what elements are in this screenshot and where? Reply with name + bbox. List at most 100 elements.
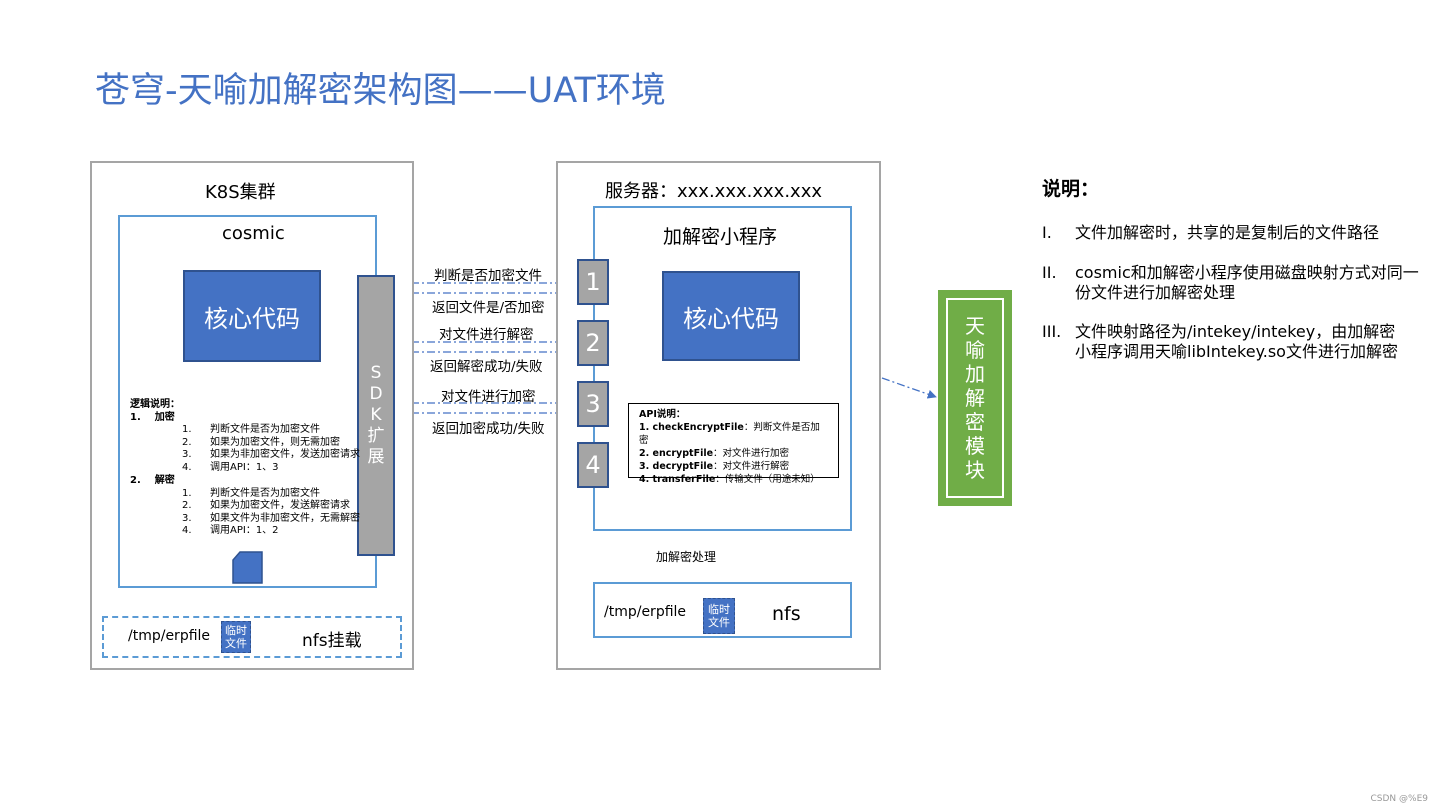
- encrypt-item: 1. 判断文件是否为加密文件: [130, 424, 360, 437]
- decrypt-item: 2. 如果为加密文件，发送解密请求: [130, 500, 360, 513]
- note-item-1: I. 文件加解密时，共享的是复制后的文件路径: [1042, 223, 1402, 243]
- sdk-extension: S D K 扩 展: [357, 275, 395, 556]
- server-temp-file-icon: 临时 文件: [703, 598, 735, 634]
- item-num: 3.: [182, 449, 192, 460]
- nfs-mount-path: /tmp/erpfile: [128, 628, 211, 644]
- server-label: 服务器：xxx.xxx.xxx.xxx: [605, 181, 822, 202]
- item-num: 4.: [182, 461, 192, 473]
- api-description: API说明： 1. checkEncryptFile：判断文件是否加密 2. e…: [628, 403, 839, 485]
- note-num: I.: [1042, 223, 1052, 242]
- cosmic-core-code: 核心代码: [183, 270, 321, 362]
- api-name: 4. transferFile: [639, 474, 716, 485]
- server-to-module-arrow: [881, 377, 937, 399]
- decrypt-title: 解密: [154, 475, 175, 486]
- note-text: 文件映射路径为/intekey/intekey，由加解密小程序调用天喻libIn…: [1075, 322, 1398, 361]
- module-char: 加: [965, 362, 985, 386]
- module-char: 密: [965, 410, 985, 434]
- decrypt-num: 2.: [130, 475, 141, 486]
- api-port-3: 3: [577, 381, 609, 427]
- api-port-1: 1: [577, 259, 609, 305]
- module-char: 解: [965, 386, 985, 410]
- api-name: 2. encryptFile: [639, 448, 714, 459]
- encrypt-item: 2. 如果为加密文件，则无需加密: [130, 437, 360, 450]
- note-item-3: III. 文件映射路径为/intekey/intekey，由加解密小程序调用天喻…: [1042, 322, 1410, 362]
- arrow-label-check: 判断是否加密文件: [434, 268, 542, 284]
- module-char: 喻: [965, 338, 985, 362]
- encrypt-num: 1.: [130, 411, 141, 423]
- decrypt-heading: 2. 解密: [130, 475, 360, 488]
- module-char: 块: [965, 458, 985, 482]
- note-num: II.: [1042, 263, 1057, 282]
- item-text: 判断文件是否为加密文件: [210, 424, 320, 435]
- temp-file-line: 文件: [708, 616, 730, 629]
- api-item: 2. encryptFile：对文件进行加密: [639, 447, 828, 460]
- arrow-label-decrypt-return: 返回解密成功/失败: [430, 359, 543, 375]
- note-num: III.: [1042, 322, 1062, 341]
- server-nfs-frame: [593, 582, 852, 638]
- item-num: 1.: [182, 487, 192, 499]
- encrypt-title: 加密: [154, 411, 175, 423]
- api-port-4: 4: [577, 442, 609, 488]
- item-num: 1.: [182, 424, 192, 435]
- tianyu-module-inner: 天 喻 加 解 密 模 块: [946, 298, 1004, 498]
- api-name: 1. checkEncryptFile: [639, 422, 744, 433]
- temp-file-line: 文件: [225, 637, 247, 650]
- item-text: 如果为非加密文件，发送加密请求: [210, 449, 360, 460]
- sdk-char: D: [369, 384, 383, 404]
- server-nfs-label: nfs: [772, 603, 801, 625]
- item-text: 如果为加密文件，发送解密请求: [210, 500, 350, 511]
- api-port-2: 2: [577, 320, 609, 366]
- item-text: 如果文件为非加密文件，无需解密: [210, 512, 360, 524]
- arrow-label-decrypt: 对文件进行解密: [439, 327, 534, 343]
- logic-description: 逻辑说明： 1. 加密 1. 判断文件是否为加密文件 2. 如果为加密文件，则无需加密…: [130, 399, 360, 538]
- app-label: 加解密小程序: [663, 226, 778, 248]
- item-text: 调用API：1、3: [210, 461, 279, 473]
- sdk-char: 展: [367, 447, 385, 467]
- server-core-code: 核心代码: [662, 271, 800, 361]
- api-heading: API说明：: [639, 409, 686, 420]
- k8s-cluster-label: K8S集群: [205, 182, 276, 203]
- module-char: 天: [965, 314, 985, 338]
- nfs-mount-frame: [102, 616, 402, 658]
- api-name: 3. decryptFile: [639, 461, 714, 472]
- arrow-label-encrypt-return: 返回加密成功/失败: [432, 421, 545, 437]
- item-text: 如果为加密文件，则无需加密: [210, 436, 340, 448]
- process-label: 加解密处理: [656, 550, 717, 564]
- item-num: 2.: [182, 436, 192, 448]
- note-text: 文件加解密时，共享的是复制后的文件路径: [1075, 223, 1380, 242]
- encrypt-item: 4. 调用API：1、3: [130, 462, 360, 475]
- api-desc: ：对文件进行加密: [713, 448, 790, 459]
- document-shape: [232, 551, 263, 584]
- app-frame: [593, 206, 852, 531]
- api-item: 4. transferFile：传输文件（用途未知）: [639, 473, 828, 486]
- temp-file-line: 临时: [708, 603, 730, 616]
- module-char: 模: [965, 434, 985, 458]
- cosmic-label: cosmic: [222, 223, 285, 244]
- page-title: 苍穹-天喻加解密架构图——UAT环境: [95, 71, 666, 111]
- server-nfs-path: /tmp/erpfile: [604, 604, 687, 620]
- tianyu-module: 天 喻 加 解 密 模 块: [938, 290, 1012, 506]
- item-num: 2.: [182, 500, 192, 511]
- logic-heading: 逻辑说明：: [130, 399, 180, 410]
- sdk-char: K: [370, 405, 382, 425]
- encrypt-heading: 1. 加密: [130, 412, 360, 425]
- note-item-2: II. cosmic和加解密小程序使用磁盘映射方式对同一份文件进行加解密处理: [1042, 263, 1424, 303]
- api-desc: ：对文件进行解密: [713, 461, 790, 472]
- sdk-char: S: [370, 363, 382, 383]
- api-desc: ：判断文件是否加密: [639, 422, 820, 446]
- temp-file-icon: 临时 文件: [221, 621, 251, 653]
- item-num: 3.: [182, 512, 192, 524]
- decrypt-item: 3. 如果文件为非加密文件，无需解密: [130, 513, 360, 526]
- decrypt-item: 4.调用API：1、2: [130, 525, 360, 538]
- arrow-label-encrypt: 对文件进行加密: [441, 389, 536, 405]
- api-item: 1. checkEncryptFile：判断文件是否加密: [639, 421, 828, 447]
- item-text: 判断文件是否为加密文件: [210, 487, 320, 499]
- arrow-label-check-return: 返回文件是/否加密: [432, 300, 545, 316]
- decrypt-item: 1. 判断文件是否为加密文件: [130, 488, 360, 501]
- temp-file-line: 临时: [225, 624, 247, 637]
- encrypt-item: 3. 如果为非加密文件，发送加密请求: [130, 449, 360, 462]
- notes-title: 说明：: [1042, 178, 1100, 200]
- footer-watermark: CSDN @%E9: [1370, 794, 1429, 804]
- api-item: 3. decryptFile：对文件进行解密: [639, 460, 828, 473]
